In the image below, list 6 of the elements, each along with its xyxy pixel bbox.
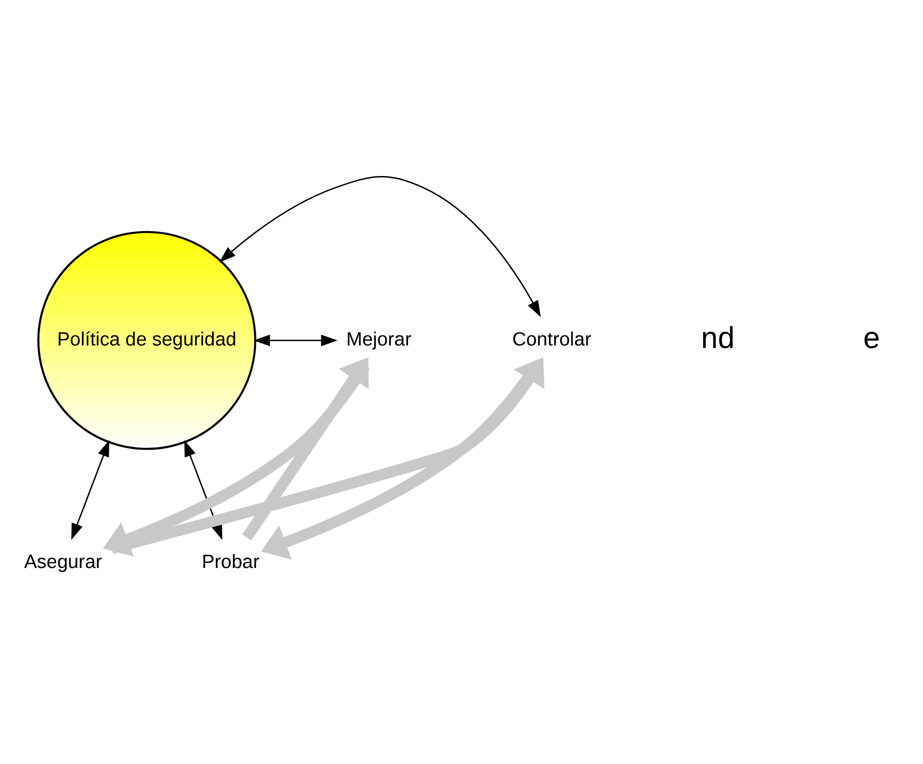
label: nd	[701, 322, 735, 356]
node-text: Probar	[202, 552, 260, 573]
node-text: Mejorar	[346, 330, 412, 350]
node-text: Controlar	[512, 330, 592, 350]
node-text: Asegurar	[24, 552, 102, 573]
label: e	[863, 322, 880, 356]
